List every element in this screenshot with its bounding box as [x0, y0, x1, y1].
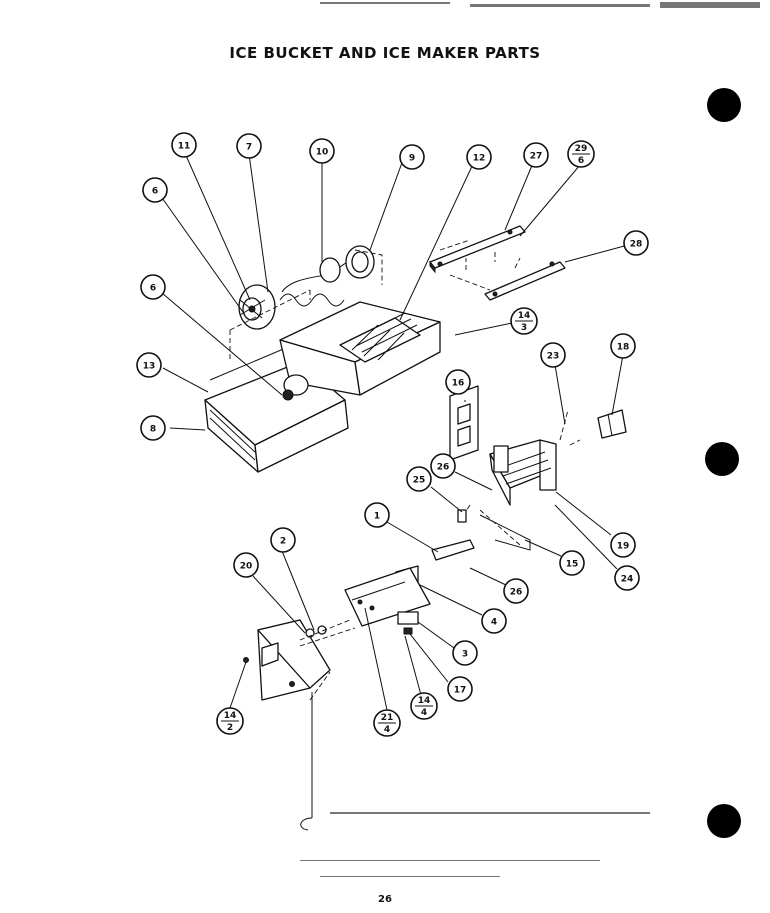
callout-1: 1: [364, 502, 390, 528]
callout-24: 24: [614, 565, 640, 591]
fill-tube-wire: [479, 514, 531, 551]
ice-maker-thermostat-clip: [597, 409, 627, 439]
callout-6-lower: 6: [140, 274, 166, 300]
svg-text:29: 29: [575, 144, 588, 154]
mounting-bracket-lower: [484, 261, 566, 301]
svg-text:14: 14: [418, 696, 431, 706]
ice-maker-screw-25: [457, 509, 467, 523]
svg-text:13: 13: [143, 362, 156, 372]
mounting-bracket-small: [431, 539, 475, 561]
callout-25: 25: [406, 466, 432, 492]
binder-hole-middle: [705, 442, 739, 476]
binder-hole-bottom: [707, 804, 741, 838]
svg-text:16: 16: [452, 379, 465, 389]
callout-6-upper: 6: [142, 177, 168, 203]
callout-17: 17: [447, 676, 473, 702]
power-cord: [300, 692, 313, 831]
callout-21-over-4: 21 4: [373, 709, 401, 737]
svg-text:6: 6: [150, 284, 156, 294]
svg-text:24: 24: [621, 575, 634, 585]
callout-2: 2: [270, 527, 296, 553]
callout-16: 16: [445, 369, 471, 395]
auger-ring: [345, 245, 375, 279]
callout-7: 7: [236, 133, 262, 159]
svg-text:4: 4: [491, 618, 497, 628]
svg-text:20: 20: [240, 562, 253, 572]
scan-noise: [300, 2, 760, 877]
svg-text:12: 12: [473, 154, 486, 164]
callout-12: 12: [466, 144, 492, 170]
callout-15: 15: [559, 550, 585, 576]
svg-text:3: 3: [521, 323, 527, 333]
callout-8: 8: [140, 415, 166, 441]
svg-text:28: 28: [630, 240, 643, 250]
svg-text:7: 7: [246, 143, 252, 153]
callout-3: 3: [452, 640, 478, 666]
callout-14-over-4: 14 4: [410, 692, 438, 720]
svg-text:10: 10: [316, 148, 329, 158]
svg-text:19: 19: [617, 542, 630, 552]
leader-lines: [159, 150, 629, 711]
callout-27: 27: [523, 142, 549, 168]
svg-text:25: 25: [413, 476, 426, 486]
svg-text:23: 23: [547, 352, 560, 362]
svg-text:6: 6: [578, 156, 584, 166]
svg-text:14: 14: [224, 711, 237, 721]
svg-text:14: 14: [518, 311, 531, 321]
ice-maker-body: [489, 439, 557, 506]
svg-text:27: 27: [530, 152, 543, 162]
svg-text:4: 4: [384, 725, 390, 735]
callout-14-over-2: 14 2: [216, 707, 244, 735]
svg-text:4: 4: [421, 708, 427, 718]
svg-text:21: 21: [381, 713, 394, 723]
ice-bucket-body: [279, 301, 441, 401]
ice-tray-grid: [339, 312, 421, 363]
switch-actuator: [397, 611, 419, 635]
ice-maker-shield: [449, 385, 479, 461]
auger-spring: [279, 257, 353, 307]
spacer-parts: [305, 625, 327, 638]
svg-text:1: 1: [374, 512, 380, 522]
callout-28: 28: [623, 230, 649, 256]
callout-26-upper: 26: [430, 453, 456, 479]
mounting-bracket-upper: [429, 225, 526, 274]
callout-13: 13: [136, 352, 162, 378]
svg-text:11: 11: [178, 142, 191, 152]
svg-text:18: 18: [617, 343, 630, 353]
svg-text:2: 2: [280, 537, 286, 547]
control-cover: [243, 619, 331, 701]
svg-text:26: 26: [510, 588, 523, 598]
svg-text:15: 15: [566, 560, 579, 570]
svg-text:2: 2: [227, 723, 233, 733]
binder-hole-top: [707, 88, 741, 122]
callout-19: 19: [610, 532, 636, 558]
page-number: 26: [378, 894, 392, 905]
page-title: ICE BUCKET AND ICE MAKER PARTS: [229, 44, 541, 62]
callout-14-over-3: 14 3: [510, 307, 538, 335]
callout-9: 9: [399, 144, 425, 170]
callout-11: 11: [171, 132, 197, 158]
svg-text:26: 26: [437, 463, 450, 473]
callout-26-lower: 26: [503, 578, 529, 604]
svg-text:3: 3: [462, 650, 468, 660]
callout-10: 10: [309, 138, 335, 164]
svg-text:8: 8: [150, 425, 156, 435]
svg-text:17: 17: [454, 686, 467, 696]
callout-20: 20: [233, 552, 259, 578]
callout-23: 23: [540, 342, 566, 368]
callout-29-over-6: 29 6: [567, 140, 595, 168]
callout-18: 18: [610, 333, 636, 359]
svg-text:6: 6: [152, 187, 158, 197]
callout-4: 4: [481, 608, 507, 634]
svg-text:9: 9: [409, 154, 415, 164]
